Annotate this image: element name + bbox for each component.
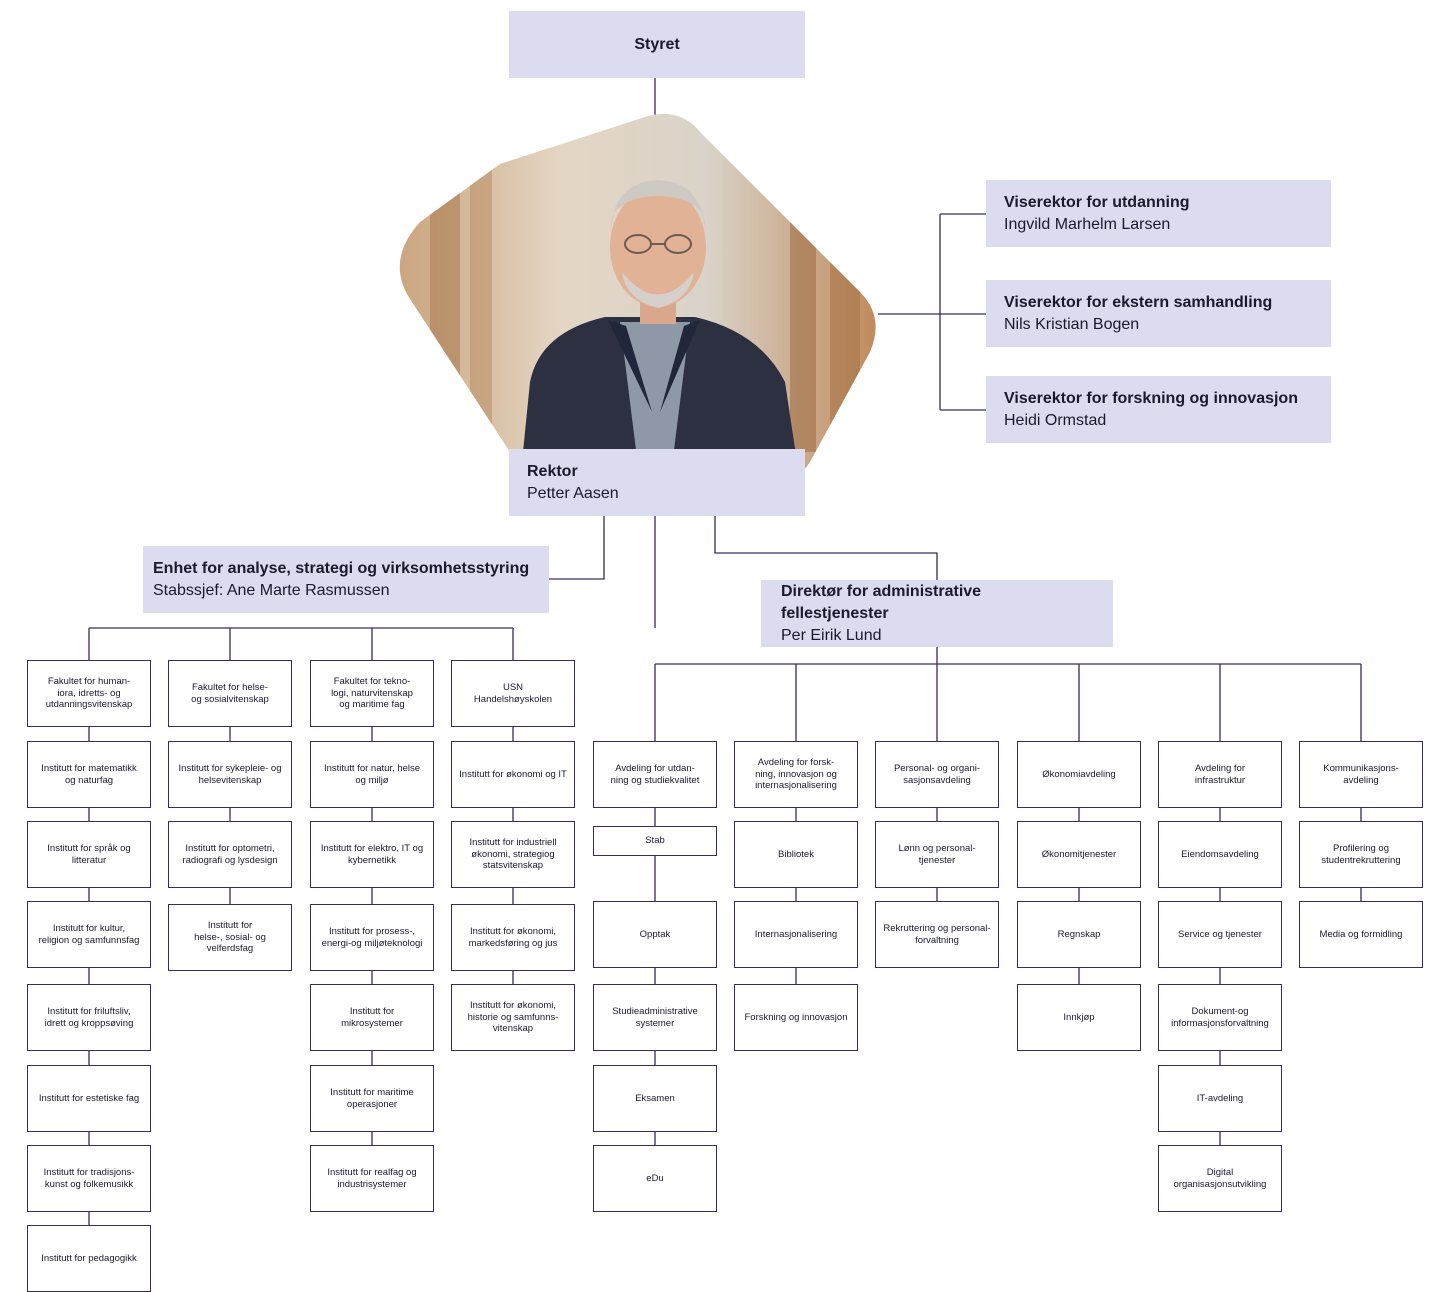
institute-box: Institutt for mikrosystemer (310, 984, 434, 1051)
institute-box: Institutt for natur, helse og miljø (310, 741, 434, 808)
institute-box: Institutt for språk og litteratur (27, 821, 151, 888)
director-box: Direktør for administrative fellestjenes… (761, 580, 1113, 647)
director-connector (714, 516, 938, 580)
prorector-box-education: Viserektor for utdanning Ingvild Marhelm… (986, 180, 1331, 247)
staff-unit-box: Enhet for analyse, strategi og virksomhe… (143, 546, 549, 613)
faculty-box: Fakultet for tekno- logi, naturvitenskap… (310, 660, 434, 727)
institute-box: Institutt for økonomi, historie og samfu… (451, 984, 575, 1051)
section-box: Media og formidling (1299, 901, 1423, 968)
prorector-name: Heidi Ormstad (1004, 411, 1107, 429)
department-box: Avdeling for forsk- ning, innovasjon og … (734, 741, 858, 808)
section-box: Profilering og studentrekruttering (1299, 821, 1423, 888)
board-label: Styret (634, 35, 680, 53)
section-box: Innkjøp (1017, 984, 1141, 1051)
rector-portrait (399, 113, 876, 481)
section-box: Lønn og personal- tjenester (875, 821, 999, 888)
section-box: Eksamen (593, 1065, 717, 1132)
section-box: IT-avdeling (1158, 1065, 1282, 1132)
faculty-box: Fakultet for helse- og sosialvitenskap (168, 660, 292, 727)
staff-unit-connector (549, 516, 605, 580)
institute-box: Institutt for prosess-, energi-og miljøt… (310, 904, 434, 971)
director-title: Direktør for administrative fellestjenes… (781, 582, 982, 622)
section-box: Rekruttering og personal- forvaltning (875, 901, 999, 968)
prorector-name: Ingvild Marhelm Larsen (1004, 215, 1171, 233)
section-box: Digital organisasjonsutvikling (1158, 1145, 1282, 1212)
institute-box: Institutt for realfag og industrisysteme… (310, 1145, 434, 1212)
institute-box: Institutt for tradisjons- kunst og folke… (27, 1145, 151, 1212)
director-name: Per Eirik Lund (781, 626, 882, 644)
department-box: Økonomiavdeling (1017, 741, 1141, 808)
section-box: Stab (593, 826, 717, 856)
rector-box: Rektor Petter Aasen (509, 449, 805, 516)
department-box: Avdeling for utdan- ning og studiekvalit… (593, 741, 717, 808)
section-box: Eiendomsavdeling (1158, 821, 1282, 888)
institute-box: Institutt for helse-, sosial- og velferd… (168, 904, 292, 971)
institute-box: Institutt for økonomi, markedsføring og … (451, 904, 575, 971)
institute-box: Institutt for matematikk og naturfag (27, 741, 151, 808)
section-box: Bibliotek (734, 821, 858, 888)
institute-box: Institutt for økonomi og IT (451, 741, 575, 808)
section-box: Dokument-og informasjonsforvaltning (1158, 984, 1282, 1051)
staff-unit-name: Stabssjef: Ane Marte Rasmussen (153, 581, 390, 599)
rector-name: Petter Aasen (527, 484, 619, 502)
prorector-title: Viserektor for ekstern samhandling (1004, 293, 1273, 311)
faculty-box: Fakultet for human- iora, idretts- og ut… (27, 660, 151, 727)
staff-unit-title: Enhet for analyse, strategi og virksomhe… (153, 559, 530, 577)
rector-title: Rektor (527, 462, 578, 480)
section-box: Forskning og innovasjon (734, 984, 858, 1051)
prorector-title: Viserektor for forskning og innovasjon (1004, 389, 1298, 407)
section-box: Regnskap (1017, 901, 1141, 968)
institute-box: Institutt for industriell økonomi, strat… (451, 821, 575, 888)
department-box: Kommunikasjons- avdeling (1299, 741, 1423, 808)
department-box: Avdeling for infrastruktur (1158, 741, 1282, 808)
prorector-title: Viserektor for utdanning (1004, 193, 1190, 211)
section-box: Økonomitjenester (1017, 821, 1141, 888)
faculty-box: USN Handelshøyskolen (451, 660, 575, 727)
prorector-box-research: Viserektor for forskning og innovasjon H… (986, 376, 1331, 443)
institute-box: Institutt for pedagogikk (27, 1225, 151, 1292)
section-box: Internasjonalisering (734, 901, 858, 968)
prorector-box-external: Viserektor for ekstern samhandling Nils … (986, 280, 1331, 347)
board-box: Styret (509, 11, 805, 78)
institute-box: Institutt for optometri, radiografi og l… (168, 821, 292, 888)
institute-box: Institutt for elektro, IT og kybernetikk (310, 821, 434, 888)
section-box: Studieadministrative systemer (593, 984, 717, 1051)
institute-box: Institutt for friluftsliv, idrett og kro… (27, 984, 151, 1051)
institute-box: Institutt for kultur, religion og samfun… (27, 901, 151, 968)
institute-box: Institutt for maritime operasjoner (310, 1065, 434, 1132)
section-box: eDu (593, 1145, 717, 1212)
institute-box: Institutt for estetiske fag (27, 1065, 151, 1132)
section-box: Opptak (593, 901, 717, 968)
department-box: Personal- og organi- sasjonsavdeling (875, 741, 999, 808)
institute-box: Institutt for sykepleie- og helsevitensk… (168, 741, 292, 808)
section-box: Service og tjenester (1158, 901, 1282, 968)
prorector-name: Nils Kristian Bogen (1004, 315, 1140, 333)
